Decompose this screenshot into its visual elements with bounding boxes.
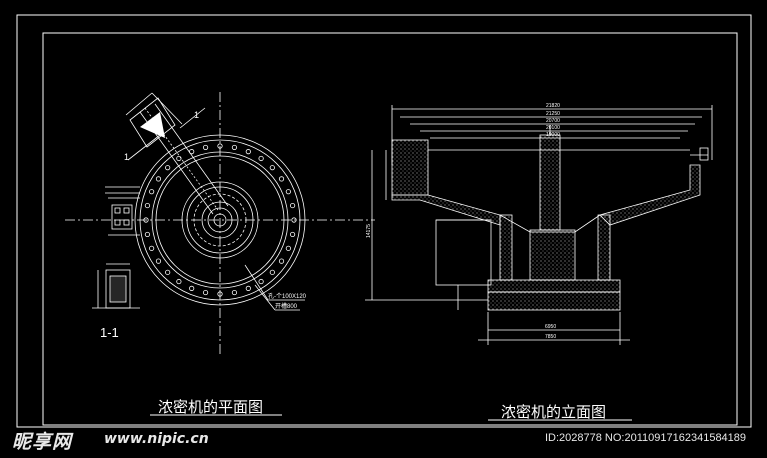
plan-opening-hole	[144, 202, 151, 209]
dim-top-3: 20100	[546, 125, 560, 131]
dim-top-1: 21250	[546, 111, 560, 117]
plan-opening-hole	[165, 165, 171, 171]
plan-opening-hole	[291, 217, 297, 223]
plan-opening-hole	[245, 149, 251, 155]
plan-opening-hole	[155, 258, 162, 264]
inner-frame	[42, 32, 738, 426]
plan-opening-hole	[202, 289, 209, 296]
plan-opening-hole	[269, 269, 275, 275]
plan-opening-hole	[176, 278, 182, 285]
watermark-logo: 昵享网	[12, 431, 73, 453]
section-mark-top: 1	[194, 110, 199, 120]
dim-top-0: 21820	[546, 103, 560, 109]
plan-opening-hole	[217, 291, 223, 297]
plan-view	[65, 92, 375, 355]
plan-opening-hole	[245, 285, 251, 291]
plan-opening-hole	[149, 245, 155, 251]
plan-opening-hole	[149, 189, 155, 195]
plan-opening-hole	[165, 269, 171, 275]
watermark-site: www.nipic.cn	[104, 431, 209, 447]
plan-opening-hole	[143, 217, 149, 223]
plan-opening-hole	[202, 144, 209, 151]
plan-opening-hole	[176, 155, 182, 162]
dim-bottom-0: 6950	[545, 324, 556, 330]
plan-opening-hole	[285, 189, 291, 195]
dim-left: 14175	[366, 224, 372, 238]
plan-opening-note: 孔-个100X120	[268, 292, 307, 300]
plan-opening-hole	[189, 285, 195, 291]
dim-bottom-1: 7850	[545, 334, 556, 340]
outer-frame	[16, 14, 752, 428]
plan-opening-hole	[278, 176, 285, 182]
plan-opening-hole	[258, 278, 264, 285]
plan-opening-hole	[258, 155, 264, 162]
plan-opening-hole	[269, 165, 275, 171]
plan-height-note: 开槽800	[275, 302, 298, 310]
plan-opening-hole	[144, 231, 151, 238]
detail-views	[92, 186, 140, 309]
plan-opening-hole	[155, 176, 162, 182]
plan-opening-hole	[217, 143, 223, 149]
plan-opening-hole	[289, 202, 296, 209]
watermark-id: ID:2028778 NO:20110917162341584189	[545, 432, 747, 444]
elevation-view	[365, 105, 713, 345]
plan-title: 浓密机的平面图	[158, 398, 264, 416]
dim-top-2: 20700	[546, 118, 560, 124]
dim-top-4: 19000	[546, 132, 560, 138]
section-mark-bottom: 1	[124, 152, 129, 162]
section-label: 1-1	[100, 325, 119, 340]
plan-opening-hole	[231, 144, 238, 151]
plan-opening-hole	[231, 289, 238, 296]
plan-opening-hole	[278, 258, 285, 264]
plan-opening-hole	[285, 245, 291, 251]
elevation-title: 浓密机的立面图	[501, 403, 607, 421]
plan-opening-hole	[289, 231, 296, 238]
